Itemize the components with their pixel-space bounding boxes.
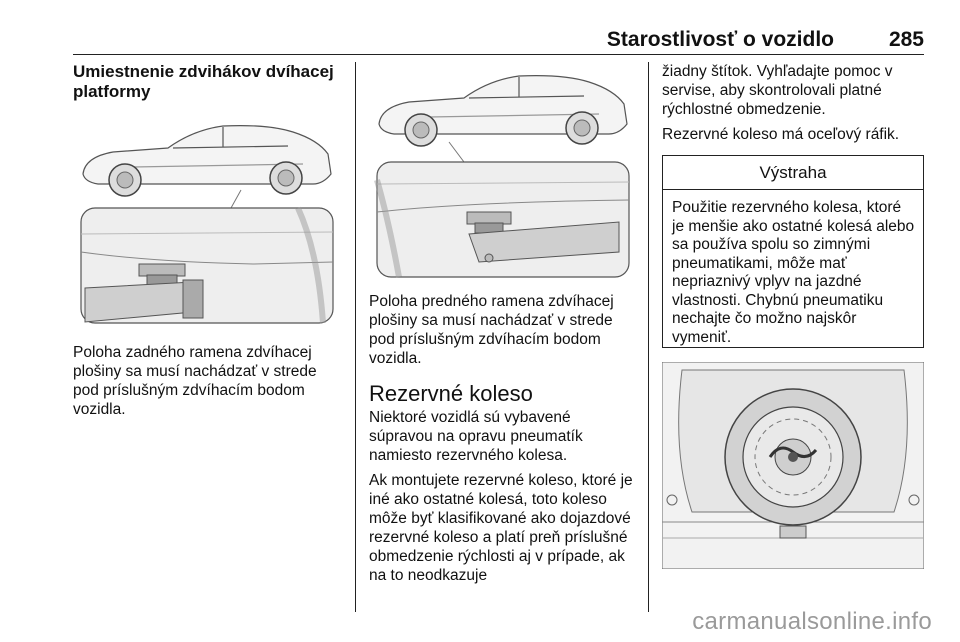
rear-lift-point-illustration bbox=[80, 125, 334, 324]
watermark: carmanualsonline.info bbox=[692, 608, 932, 635]
column-left: Umiestnenie zdvihákov dvíhacej platformy bbox=[73, 62, 341, 102]
column-divider bbox=[355, 62, 356, 612]
column-divider bbox=[648, 62, 649, 612]
column-middle: Poloha predného ramena zdvíhacej plošiny… bbox=[369, 292, 637, 585]
spare-wheel-illustration bbox=[662, 362, 924, 569]
front-lift-caption: Poloha predného ramena zdvíhacej plošiny… bbox=[369, 293, 614, 367]
page-header: Starostlivosť o vozidlo 285 bbox=[73, 28, 924, 55]
rear-lift-caption: Poloha zadného ramena zdvíhacej plošiny … bbox=[73, 344, 317, 418]
continued-paragraph: žiadny štítok. Vyhľadajte pomoc v servis… bbox=[662, 63, 893, 118]
spare-wheel-paragraph-1: Niektoré vozidlá sú vybavené súpravou na… bbox=[369, 409, 583, 464]
warning-box: Výstraha Použitie rezervného kolesa, kto… bbox=[662, 155, 924, 348]
header-title: Starostlivosť o vozidlo bbox=[606, 28, 834, 51]
warning-text: Použitie rezervného kolesa, ktoré je men… bbox=[672, 199, 915, 346]
page-number: 285 bbox=[888, 28, 924, 51]
front-lift-point-illustration bbox=[374, 75, 630, 278]
spare-wheel-paragraph-2: Ak montujete rezervné koleso, ktoré je i… bbox=[369, 472, 633, 584]
column-right: žiadny štítok. Vyhľadajte pomoc v servis… bbox=[662, 62, 924, 144]
section-subheading: Umiestnenie zdvihákov dvíhacej platformy bbox=[73, 62, 334, 101]
steel-rim-note: Rezervné koleso má oceľový ráfik. bbox=[662, 126, 900, 143]
section-title: Rezervné koleso bbox=[369, 381, 533, 406]
warning-title: Výstraha bbox=[663, 156, 923, 190]
rear-lift-caption-block: Poloha zadného ramena zdvíhacej plošiny … bbox=[73, 343, 341, 419]
